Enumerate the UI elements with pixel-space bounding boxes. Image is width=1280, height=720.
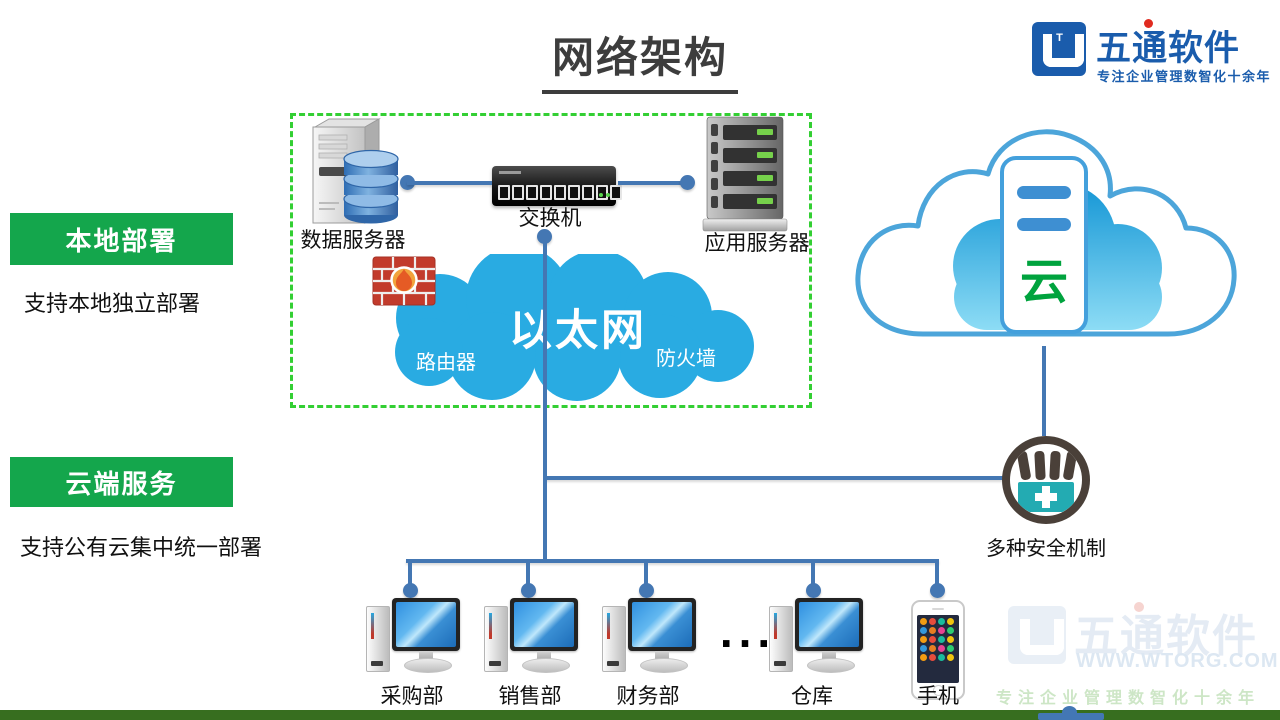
footer-bar	[0, 710, 1280, 720]
switch-icon	[492, 166, 622, 206]
local-deploy-badge: 本地部署	[10, 213, 233, 265]
ethernet-cloud: 以太网 路由器 防火墙	[372, 254, 778, 404]
connector-dot-appserver	[680, 175, 695, 190]
router-label: 路由器	[416, 352, 476, 374]
page-title: 网络架构	[0, 24, 1280, 94]
drop-dot-1	[403, 583, 418, 598]
firewall-icon	[372, 256, 436, 306]
logo-tagline: 专注企业管理数智化十余年	[1097, 69, 1272, 84]
ethernet-cloud-shape	[395, 254, 754, 401]
endpoint-label-warehouse: 仓库	[791, 685, 833, 708]
drop-line-3	[644, 559, 648, 585]
watermark-logo-icon	[1008, 606, 1066, 664]
ellipsis-dots: ...	[719, 605, 777, 657]
data-server-label: 数据服务器	[300, 229, 406, 252]
lan-to-security-line	[545, 476, 1003, 480]
workstation-icon-finance	[600, 598, 696, 678]
cloud-service-badge: 云端服务	[10, 457, 233, 507]
local-deploy-desc: 支持本地独立部署	[24, 291, 201, 316]
drop-dot-4	[806, 583, 821, 598]
cloud-server-icon: 云	[1000, 156, 1088, 334]
company-logo: T 五通软件 专注企业管理数智化十余年	[1032, 19, 1272, 88]
endpoint-label-purchasing: 采购部	[380, 685, 444, 708]
cloud-char: 云	[1019, 256, 1068, 309]
watermark-url: WWW.WTORG.COM	[1076, 650, 1279, 672]
app-server-icon	[702, 116, 788, 232]
workstation-icon-purchasing	[364, 598, 460, 678]
footer-blue-line	[1038, 713, 1104, 720]
watermark-tagline: 专注企业管理数智化十余年	[996, 690, 1261, 707]
dataserver-switch-line	[407, 181, 492, 185]
security-icon	[1002, 436, 1090, 524]
data-server-icon	[312, 118, 399, 224]
switch-appserver-line	[618, 181, 686, 185]
watermark-red-dot	[1134, 602, 1144, 612]
firewall-label: 防火墙	[656, 348, 716, 370]
drop-line-1	[408, 559, 412, 585]
drop-line-2	[526, 559, 530, 585]
cloud-service-desc: 支持公有云集中统一部署	[20, 535, 263, 560]
drop-line-4	[811, 559, 815, 585]
endpoints-bus-line	[406, 559, 939, 563]
switch-to-endpoints-line	[543, 236, 547, 563]
switch-label: 交换机	[518, 207, 582, 230]
cloud-to-security-line	[1042, 346, 1046, 436]
phone-icon	[911, 600, 965, 700]
logo-red-dot	[1144, 19, 1153, 28]
logo-name: 五通软件	[1096, 29, 1241, 68]
drop-dot-3	[639, 583, 654, 598]
endpoint-label-finance: 财务部	[616, 685, 680, 708]
drop-dot-5	[930, 583, 945, 598]
workstation-icon-warehouse	[767, 598, 863, 678]
logo-icon: T	[1032, 22, 1086, 76]
endpoint-label-sales: 销售部	[498, 685, 562, 708]
watermark-name: 五通软件	[1074, 612, 1258, 661]
lan-dashed-box	[290, 113, 812, 408]
endpoint-label-phone: 手机	[917, 685, 959, 708]
workstation-icon-sales	[482, 598, 578, 678]
security-label: 多种安全机制	[986, 538, 1106, 560]
app-server-label: 应用服务器	[704, 232, 810, 255]
drop-line-5	[935, 559, 939, 585]
ethernet-label: 以太网	[509, 307, 647, 355]
drop-dot-2	[521, 583, 536, 598]
